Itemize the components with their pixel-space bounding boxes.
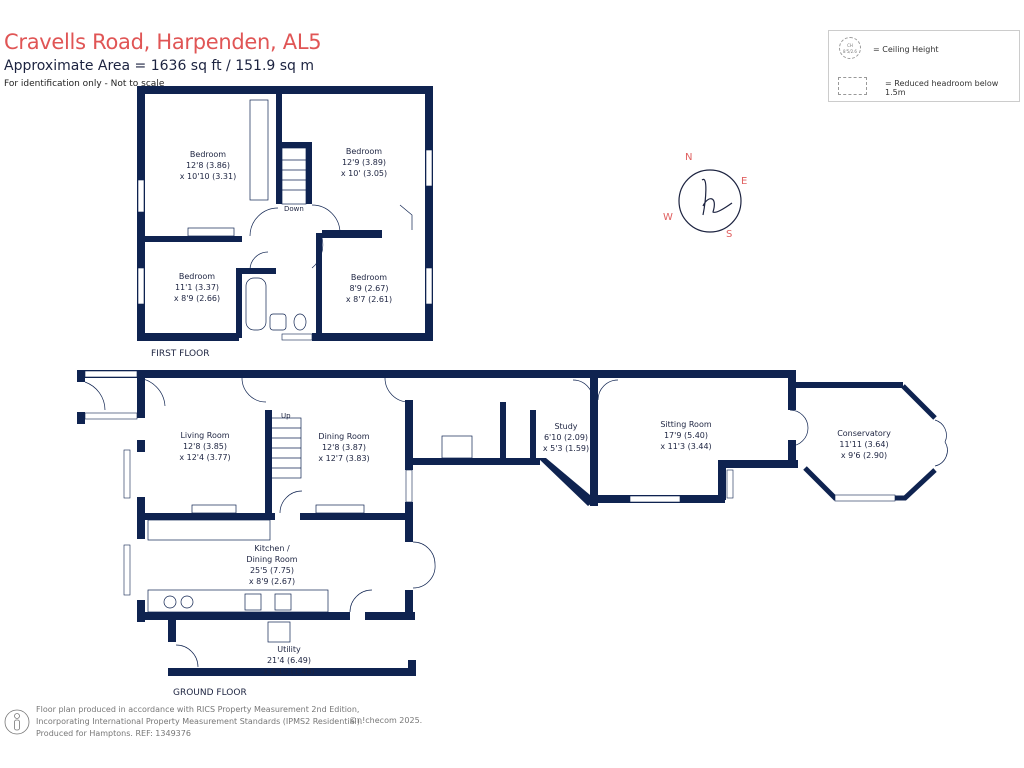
room-dim: x 10'10 (3.31) xyxy=(179,172,237,181)
room-name: Bedroom xyxy=(350,273,388,282)
room-dim: x 5'3 (1.59) xyxy=(542,444,590,453)
first-floor-windows xyxy=(137,149,433,341)
person-icon xyxy=(4,709,30,735)
disclaimer: For identification only - Not to scale xyxy=(4,79,165,89)
compass-south: S xyxy=(726,229,733,240)
first-floor-fixtures xyxy=(187,99,413,331)
room-dim: x 8'9 (2.66) xyxy=(173,294,221,303)
room-dim: 12'8 (3.87) xyxy=(321,443,367,452)
room-dim: x 9'6 (2.90) xyxy=(840,451,888,460)
room-dim: 17'9 (5.40) xyxy=(663,431,709,440)
room-dining-room: Dining Room 12'8 (3.87) x 12'7 (3.83) xyxy=(318,431,369,464)
room-dim: x 8'9 (2.67) xyxy=(248,577,296,586)
approximate-area: Approximate Area = 1636 sq ft / 151.9 sq… xyxy=(4,58,315,74)
room-dim: x 8'7 (2.61) xyxy=(345,295,393,304)
room-name: Study xyxy=(554,422,578,431)
room-kitchen-dining: Kitchen / Dining Room 25'5 (7.75) x 8'9 … xyxy=(246,543,297,587)
legend-ceiling-height: = Ceiling Height xyxy=(873,45,939,54)
compass-north: N xyxy=(685,152,693,163)
room-bedroom-2: Bedroom 12'9 (3.89) x 10' (3.05) xyxy=(341,146,387,179)
room-sitting-room: Sitting Room 17'9 (5.40) x 11'3 (3.44) xyxy=(660,419,711,452)
reduced-headroom-symbol xyxy=(838,77,867,95)
room-bedroom-1: Bedroom 12'8 (3.86) x 10'10 (3.31) xyxy=(180,149,236,182)
first-floor-walls xyxy=(137,86,433,341)
copyright: ©n!checom 2025. xyxy=(349,716,423,725)
room-name: Sitting Room xyxy=(660,420,712,429)
stairs-down-label: Down xyxy=(284,205,304,213)
room-name: Utility xyxy=(277,645,301,654)
stairs-up-label: Up xyxy=(281,412,291,420)
room-conservatory: Conservatory 11'11 (3.64) x 9'6 (2.90) xyxy=(837,428,891,461)
room-dim: 6'10 (2.09) xyxy=(543,433,589,442)
room-dim: 12'9 (3.89) xyxy=(341,158,387,167)
footer-line-3: Produced for Hamptons. REF: 1349376 xyxy=(36,729,191,738)
footer-line-2: Incorporating International Property Mea… xyxy=(36,717,363,726)
room-dim: x 12'7 (3.83) xyxy=(318,454,370,463)
compass-icon xyxy=(678,169,742,233)
room-dim: 12'8 (3.86) xyxy=(185,161,231,170)
ground-floor-windows xyxy=(84,370,896,596)
property-title: Cravells Road, Harpenden, AL5 xyxy=(4,30,322,54)
ceiling-height-symbol: CH 8'5/2.6 xyxy=(839,37,861,59)
footer-notes: Floor plan produced in accordance with R… xyxy=(36,704,362,740)
room-name: Conservatory xyxy=(837,429,891,438)
room-dim: x 10' (3.05) xyxy=(340,169,388,178)
room-bedroom-4: Bedroom 8'9 (2.67) x 8'7 (2.61) xyxy=(346,272,392,305)
room-dim: x 4'10 (1.48) xyxy=(263,667,315,676)
room-dim: 11'11 (3.64) xyxy=(839,440,889,449)
compass-west: W xyxy=(663,212,673,223)
room-dim: 11'1 (3.37) xyxy=(174,283,220,292)
room-name: Dining Room xyxy=(318,432,370,441)
room-living-room: Living Room 12'8 (3.85) x 12'4 (3.77) xyxy=(179,430,230,463)
room-dim: 8'9 (2.67) xyxy=(349,284,389,293)
legend: CH 8'5/2.6 = Ceiling Height = Reduced he… xyxy=(828,30,1020,102)
room-name: Bedroom xyxy=(178,272,216,281)
room-name: Bedroom xyxy=(345,147,383,156)
room-name-2: Dining Room xyxy=(246,555,298,564)
room-bedroom-3: Bedroom 11'1 (3.37) x 8'9 (2.66) xyxy=(174,271,220,304)
room-name: Bedroom xyxy=(189,150,227,159)
room-utility: Utility 21'4 (6.49) x 4'10 (1.48) xyxy=(263,644,314,677)
footer-line-1: Floor plan produced in accordance with R… xyxy=(36,705,360,714)
ground-floor-walls xyxy=(77,370,903,676)
room-dim: x 12'4 (3.77) xyxy=(179,453,231,462)
room-dim: 21'4 (6.49) xyxy=(266,656,312,665)
room-dim: x 11'3 (3.44) xyxy=(660,442,712,451)
compass-east: E xyxy=(741,176,748,187)
room-dim: 25'5 (7.75) xyxy=(249,566,295,575)
ground-floor-label: GROUND FLOOR xyxy=(173,688,247,698)
room-dim: 12'8 (3.85) xyxy=(182,442,228,451)
ground-floor-fixtures xyxy=(84,377,948,668)
legend-reduced-headroom: = Reduced headroom below 1.5m xyxy=(885,79,999,97)
first-floor-label: FIRST FLOOR xyxy=(151,349,210,359)
room-name: Living Room xyxy=(180,431,230,440)
room-name: Kitchen / xyxy=(254,544,290,553)
room-study: Study 6'10 (2.09) x 5'3 (1.59) xyxy=(543,421,589,454)
